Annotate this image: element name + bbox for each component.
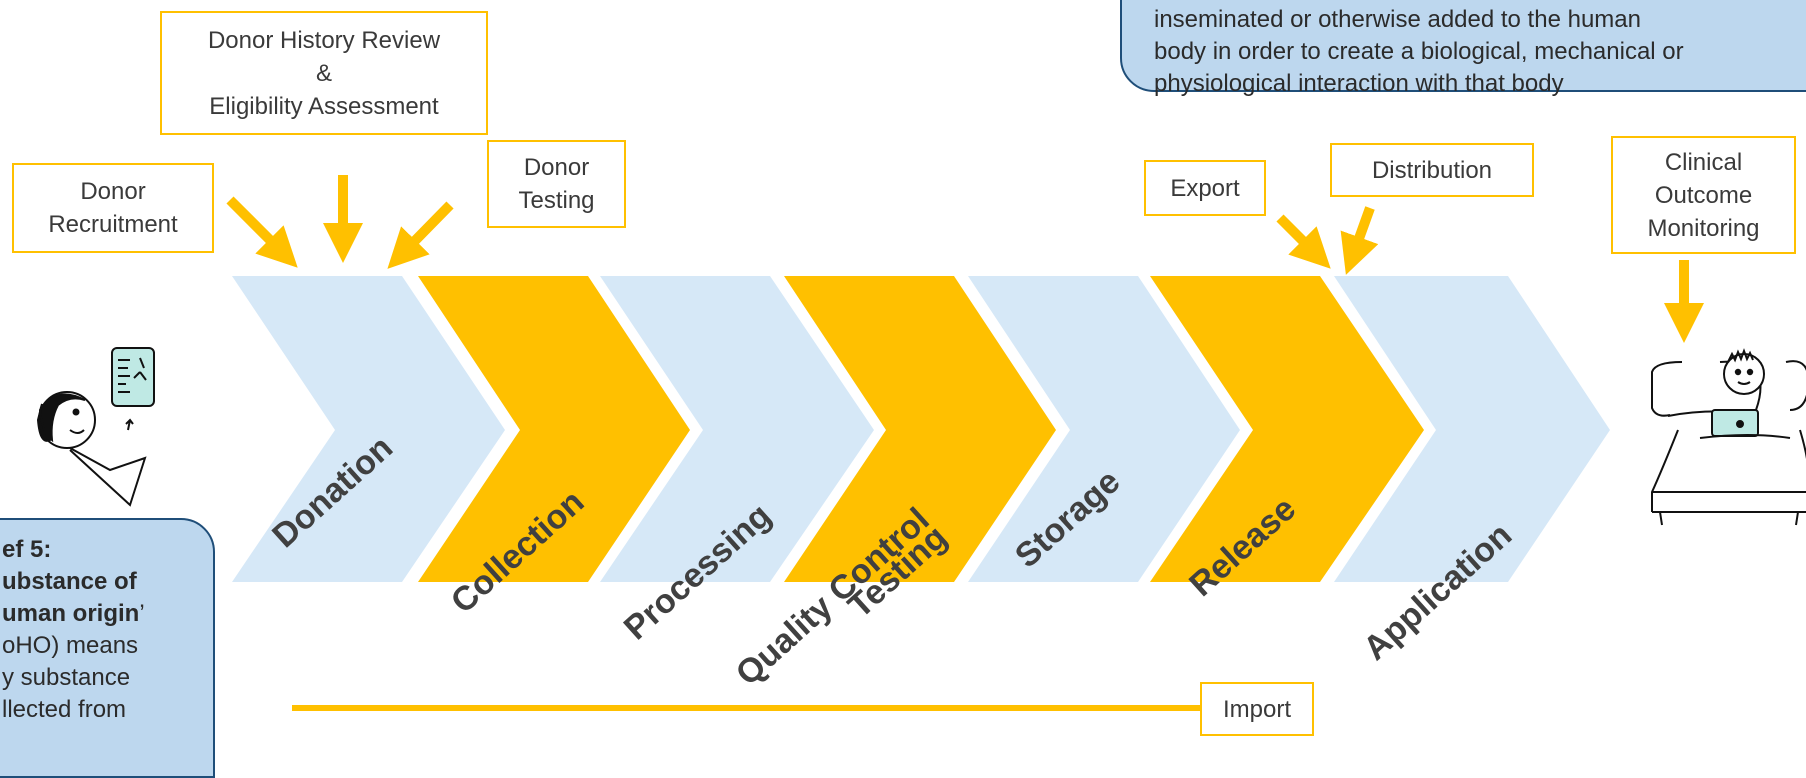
- patient-in-bed-icon: [1651, 348, 1806, 526]
- donor-history-line-2: &: [315, 59, 332, 87]
- export-box: Export: [1144, 160, 1266, 216]
- definition-top-line-3: physiological interaction with that body: [1154, 70, 1564, 97]
- definition-left-term-1: ubstance of: [2, 568, 137, 595]
- chevron-collection: [418, 276, 690, 582]
- definition-top-line-1: inseminated or otherwise added to the hu…: [1154, 6, 1641, 33]
- chevron-donation: [232, 276, 505, 582]
- process-diagram: Donation Collection Processing Quality C…: [36, 175, 1806, 711]
- arrow-export-icon: [1276, 214, 1331, 269]
- donor-history-line-1: Donor History Review: [207, 26, 441, 54]
- donor-recruitment-line-1: Donor: [80, 178, 146, 205]
- monitoring-line-1: Clinical: [1664, 148, 1743, 176]
- chevron-row: [232, 276, 1610, 582]
- chevron-processing: [600, 276, 874, 582]
- definition-left-title: ef 5:: [2, 536, 52, 563]
- definition-left-quote: ’: [139, 600, 145, 627]
- donor-person-icon: [36, 347, 155, 507]
- definition-top-line-2: body in order to create a biological, me…: [1154, 38, 1684, 65]
- definition-left-line-3: llected from: [2, 696, 127, 723]
- export-label: Export: [1170, 174, 1240, 202]
- monitoring-line-3: Monitoring: [1647, 214, 1760, 242]
- donor-testing-line-2: Testing: [518, 187, 595, 214]
- definition-left-line-1: oHO) means: [2, 632, 139, 659]
- import-label: Import: [1222, 695, 1291, 723]
- donor-history-line-3: Eligibility Assessment: [209, 92, 439, 120]
- clinical-outcome-monitoring-box: Clinical Outcome Monitoring: [1611, 136, 1796, 254]
- donor-testing-box: Donor Testing: [487, 140, 626, 228]
- donor-history-box: Donor History Review & Eligibility Asses…: [160, 11, 488, 135]
- arrow-distribution-icon: [1340, 206, 1379, 275]
- donor-recruitment-line-2: Recruitment: [48, 211, 178, 238]
- definition-left-term-2: uman origin: [2, 600, 140, 627]
- monitoring-line-2: Outcome: [1654, 181, 1753, 209]
- arrow-testing-icon: [387, 201, 454, 269]
- chevron-quality-control: [784, 276, 1056, 582]
- import-box: Import: [1200, 682, 1314, 736]
- chevron-application: [1334, 276, 1610, 582]
- arrow-recruitment-icon: [226, 196, 298, 268]
- chevron-storage: [968, 276, 1240, 582]
- chevron-release: [1150, 276, 1424, 582]
- donor-testing-line-1: Donor: [523, 154, 590, 181]
- definition-callout-top: inseminated or otherwise added to the hu…: [1120, 0, 1806, 97]
- distribution-box: Distribution: [1330, 143, 1534, 197]
- definition-left-line-2: y substance: [2, 664, 131, 691]
- distribution-label: Distribution: [1371, 156, 1493, 184]
- donor-recruitment-box: Donor Recruitment: [12, 163, 214, 253]
